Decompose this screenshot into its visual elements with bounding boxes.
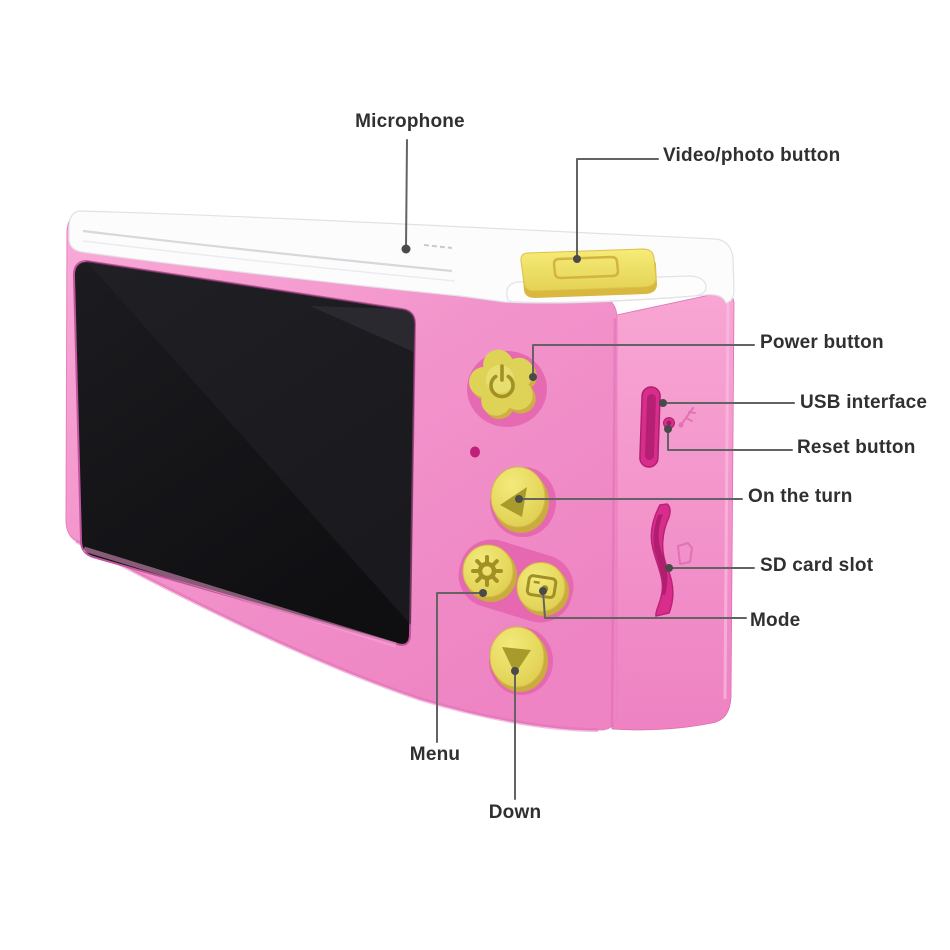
shutter-icon — [552, 255, 620, 280]
leader-dots — [401, 244, 673, 675]
play-up-icon — [500, 487, 527, 517]
leader-microphone — [405, 139, 408, 249]
camera-side-face — [611, 292, 735, 731]
label-reset-button: Reset button — [797, 437, 916, 458]
label-menu: Menu — [409, 744, 461, 765]
sd-card-slot-cover — [650, 503, 674, 617]
label-sd-card-slot: SD card slot — [760, 555, 874, 576]
camera-body — [65, 210, 735, 732]
power-button — [467, 349, 547, 427]
leader-mode — [542, 590, 747, 619]
power-icon — [489, 364, 515, 399]
sd-engraving-icon — [677, 542, 693, 565]
leader-reset — [667, 428, 793, 451]
menu-button — [462, 544, 517, 602]
led-hole — [470, 446, 480, 458]
usb-port — [639, 386, 661, 468]
label-usb-interface: USB interface — [800, 392, 928, 413]
up-button — [490, 466, 556, 537]
label-video-photo-button: Video/photo button — [663, 145, 841, 166]
leader-power — [532, 344, 755, 378]
label-on-the-turn: On the turn — [748, 486, 853, 507]
label-power-button: Power button — [760, 332, 884, 353]
screen — [72, 259, 417, 648]
label-mode: Mode — [750, 610, 801, 631]
leader-menu — [436, 592, 484, 743]
label-microphone: Microphone — [355, 111, 465, 132]
down-arrow-icon — [502, 647, 531, 674]
leader-lines — [405, 139, 795, 800]
gear-icon — [471, 555, 503, 587]
microphone-slot — [423, 244, 453, 249]
leader-video-photo — [576, 158, 659, 260]
label-down: Down — [488, 802, 542, 823]
video-photo-button — [520, 248, 657, 298]
down-button — [489, 626, 553, 695]
usb-engraving-icon — [678, 407, 696, 428]
